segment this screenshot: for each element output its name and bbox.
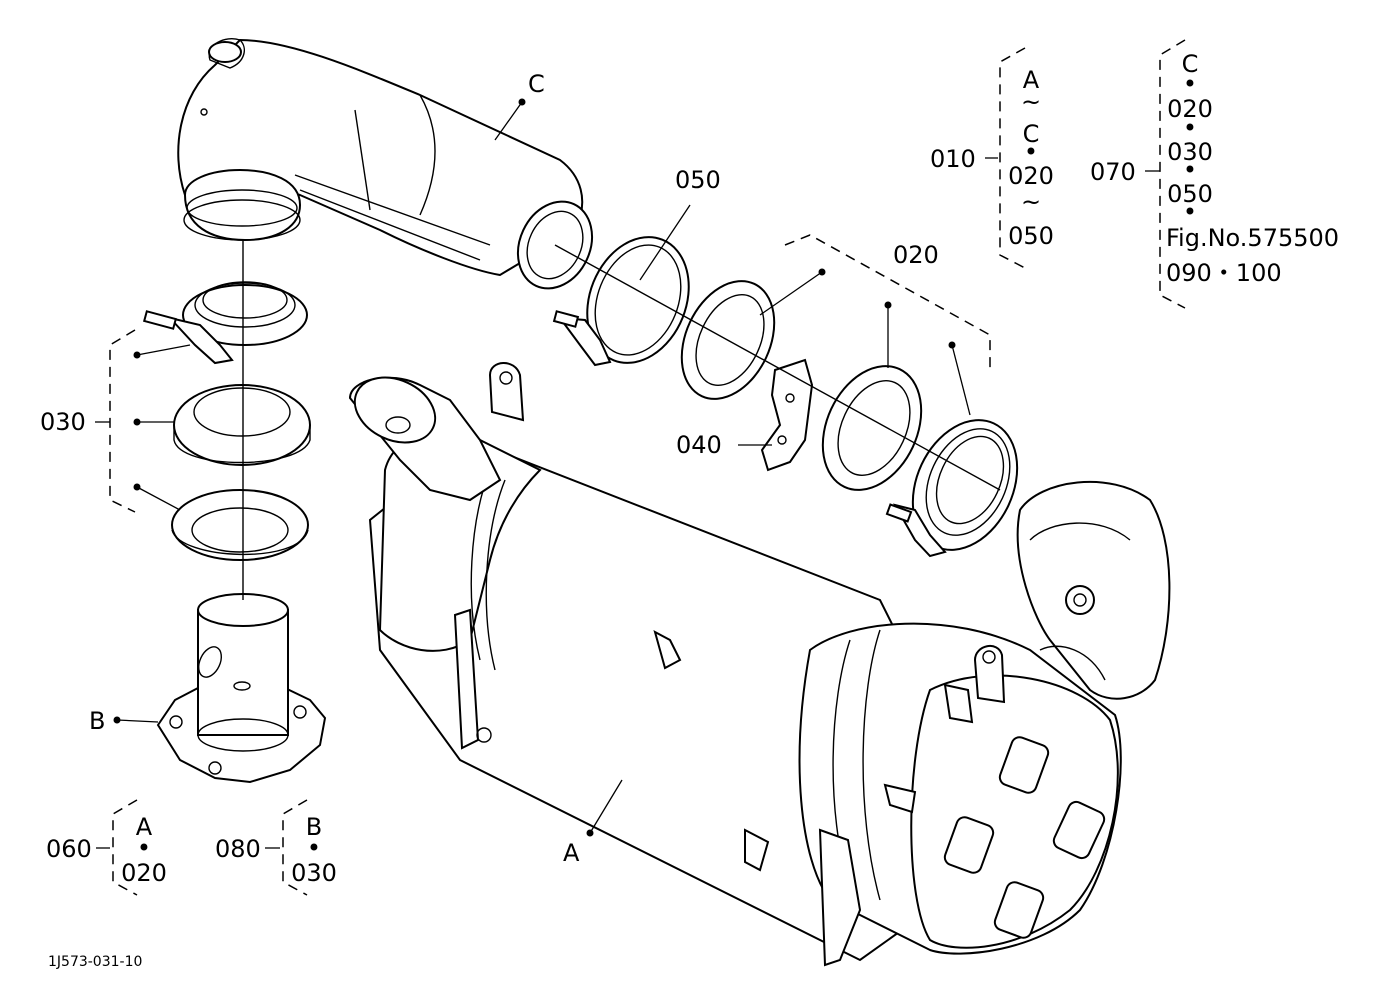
group-060-line-1: • xyxy=(137,834,151,862)
callout-050: 050 xyxy=(675,166,721,194)
group-080-line-0: B xyxy=(306,813,322,841)
callout-a: A xyxy=(563,839,580,867)
callout-c: C xyxy=(528,70,545,98)
group-060-line-2: 020 xyxy=(121,859,167,887)
group-060-line-0: A xyxy=(136,813,153,841)
part-020-v-clamp[interactable] xyxy=(885,403,1037,567)
group-080: 080 B • 030 xyxy=(215,799,337,896)
part-050-clamp-band[interactable] xyxy=(552,222,707,378)
group-010-number: 010 xyxy=(930,145,976,173)
drawing-code: 1J573-031-10 xyxy=(48,954,142,970)
group-010-line-0: A xyxy=(1023,66,1040,94)
group-070-number: 070 xyxy=(1090,158,1136,186)
group-060: 060 A • 020 xyxy=(46,799,167,896)
group-010-line-4: 020 xyxy=(1008,162,1054,190)
group-010-line-2: C xyxy=(1023,120,1040,148)
group-070-line-5: • xyxy=(1183,156,1197,184)
group-070-line-3: • xyxy=(1183,114,1197,142)
part-030-gasket-lower[interactable] xyxy=(171,489,309,561)
group-010-line-5: ~ xyxy=(1021,188,1041,216)
callout-labels: C 050 020 040 030 B A xyxy=(40,70,939,867)
group-070-line-9: 090・100 xyxy=(1166,259,1282,287)
group-070-line-4: 030 xyxy=(1167,138,1213,166)
part-030-gasket-upper[interactable] xyxy=(173,384,311,466)
callout-030: 030 xyxy=(40,408,86,436)
group-070-line-0: C xyxy=(1182,50,1199,78)
group-010-line-1: ~ xyxy=(1021,88,1041,116)
group-010-line-3: • xyxy=(1024,138,1038,166)
group-060-number: 060 xyxy=(46,835,92,863)
group-070: 070 C • 020 • 030 • 050 • Fig.No.575500 … xyxy=(1090,39,1339,309)
part-020-gasket-middle[interactable] xyxy=(804,350,941,506)
callout-020: 020 xyxy=(893,241,939,269)
callout-b: B xyxy=(89,707,105,735)
callout-040: 040 xyxy=(676,431,722,459)
group-080-line-2: 030 xyxy=(291,859,337,887)
group-080-line-1: • xyxy=(307,834,321,862)
part-040-bracket[interactable] xyxy=(760,358,814,472)
group-070-line-6: 050 xyxy=(1167,180,1213,208)
assembly-axis-lines xyxy=(242,240,1001,600)
group-070-line-7: • xyxy=(1183,198,1197,226)
part-030-v-clamp[interactable] xyxy=(142,281,308,365)
part-a-dpf-body[interactable] xyxy=(344,362,1171,967)
group-070-line-2: 020 xyxy=(1167,95,1213,123)
group-070-line-1: • xyxy=(1183,70,1197,98)
part-b-flange-pipe[interactable] xyxy=(156,593,327,784)
group-010-line-6: 050 xyxy=(1008,222,1054,250)
group-070-line-8: Fig.No.575500 xyxy=(1166,224,1339,252)
group-010: 010 A ~ C • 020 ~ 050 xyxy=(930,47,1054,269)
leader-lines xyxy=(95,98,991,837)
group-080-number: 080 xyxy=(215,835,261,863)
